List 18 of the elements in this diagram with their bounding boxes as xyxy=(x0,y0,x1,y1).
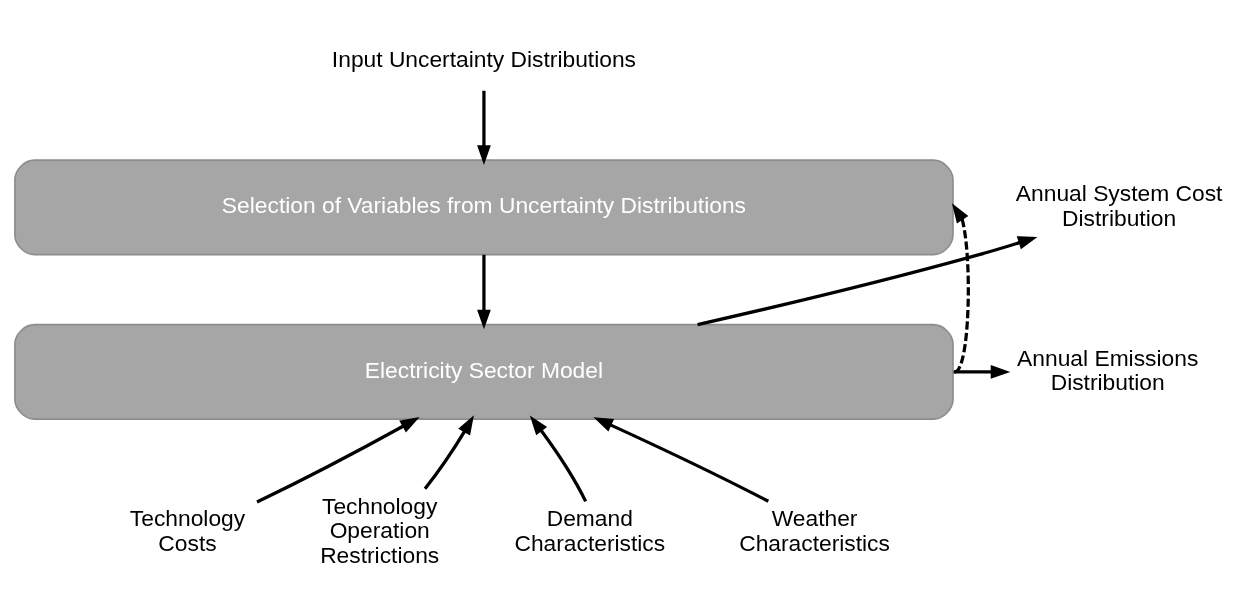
arrow xyxy=(953,364,1011,379)
node-text: Weather Characteristics xyxy=(739,504,890,556)
arrow xyxy=(256,416,420,504)
node-text: Technology Costs xyxy=(129,504,246,556)
node-text: Annual Emissions Distribution xyxy=(1017,344,1199,395)
node-text: Input Uncertainty Distributions xyxy=(331,45,636,72)
node-text: Demand Characteristics xyxy=(514,504,666,556)
arrow xyxy=(697,235,1038,326)
node-box: Selection of Variables from Uncertainty Distributions xyxy=(14,158,954,255)
arrow xyxy=(477,254,491,329)
node-text: Annual System Cost Distribution xyxy=(1015,179,1223,231)
arrow xyxy=(477,90,491,165)
arrow xyxy=(529,414,588,502)
arrow xyxy=(951,202,970,373)
node-text: Technology Operation Restrictions xyxy=(320,492,440,568)
node-box: Electricity Sector Model xyxy=(14,323,954,420)
arrow xyxy=(423,414,474,490)
arrow xyxy=(593,416,770,503)
